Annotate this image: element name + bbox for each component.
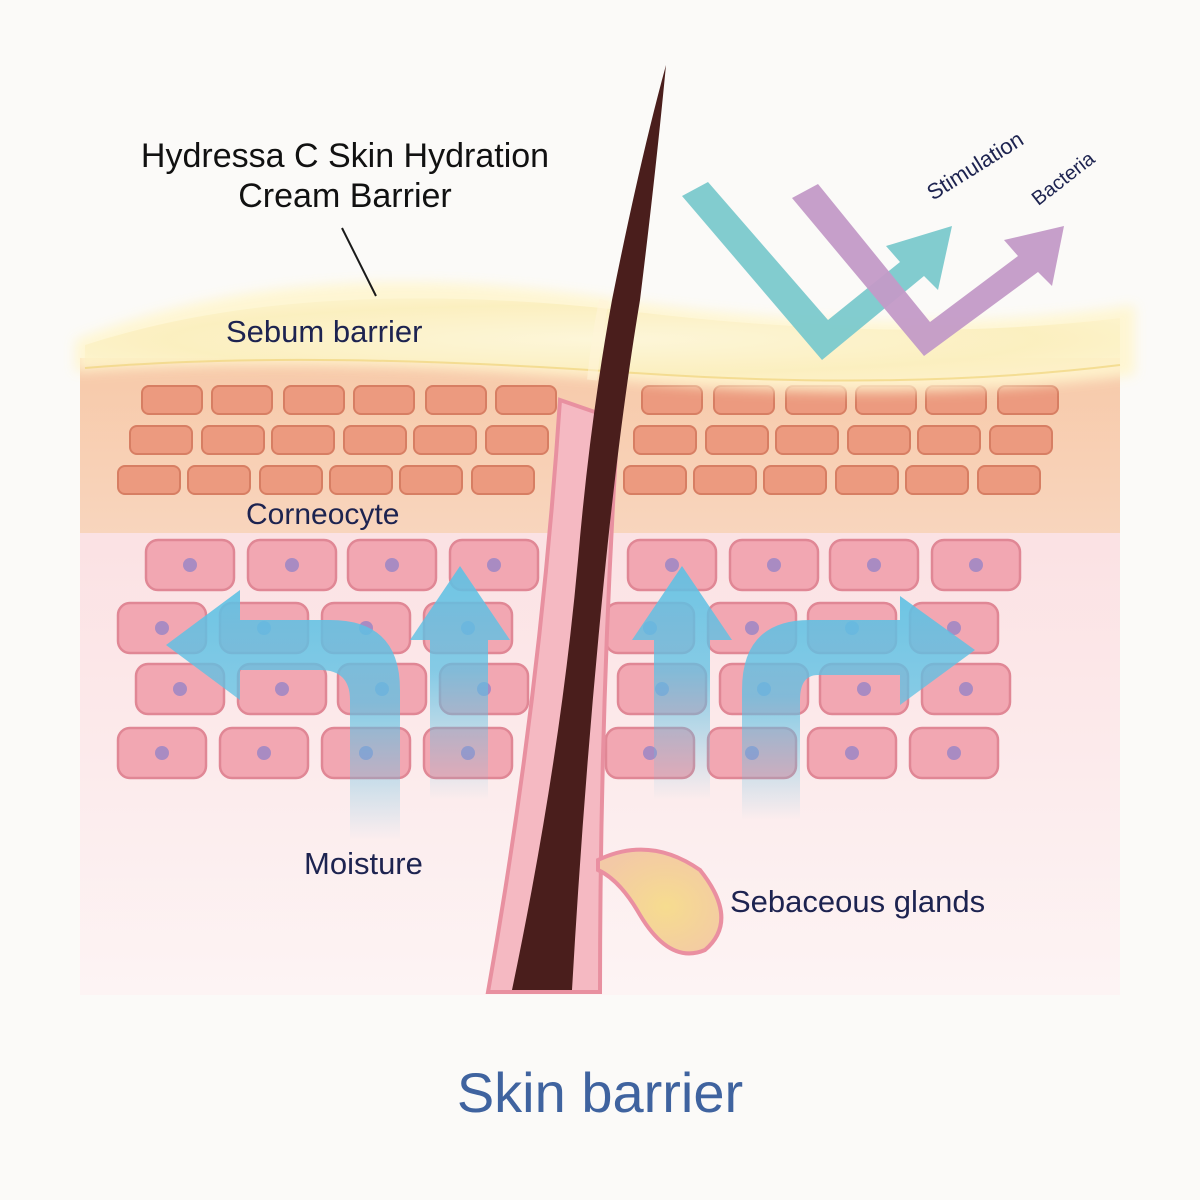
cream-barrier-label-line2: Cream Barrier (238, 177, 452, 215)
cream-barrier-label-line1: Hydressa C Skin Hydration (140, 137, 550, 175)
corneocyte-label: Corneocyte (246, 498, 400, 531)
corneocyte-row-1 (141, 385, 1059, 415)
cream-label-pointer (341, 227, 377, 297)
cream-barrier-label: Hydressa C Skin Hydration Cream Barrier (110, 136, 580, 216)
moisture-arrow-icon (166, 566, 975, 840)
diagram-title: Skin barrier (456, 1061, 744, 1124)
corneocyte-row-3 (117, 465, 1041, 495)
stimulation-arrow-icon (682, 182, 952, 360)
bacteria-arrow-icon (792, 184, 1064, 356)
sebum-barrier-label: Sebum barrier (226, 314, 423, 349)
sebaceous-glands-label: Sebaceous glands (730, 884, 986, 919)
hair-highlight (587, 299, 609, 381)
sebaceous-gland-icon (596, 847, 724, 956)
hair-icon (512, 65, 666, 990)
moisture-label: Moisture (304, 846, 423, 881)
corneocyte-layer (117, 385, 1059, 495)
corneocyte-row-2 (129, 425, 1053, 455)
